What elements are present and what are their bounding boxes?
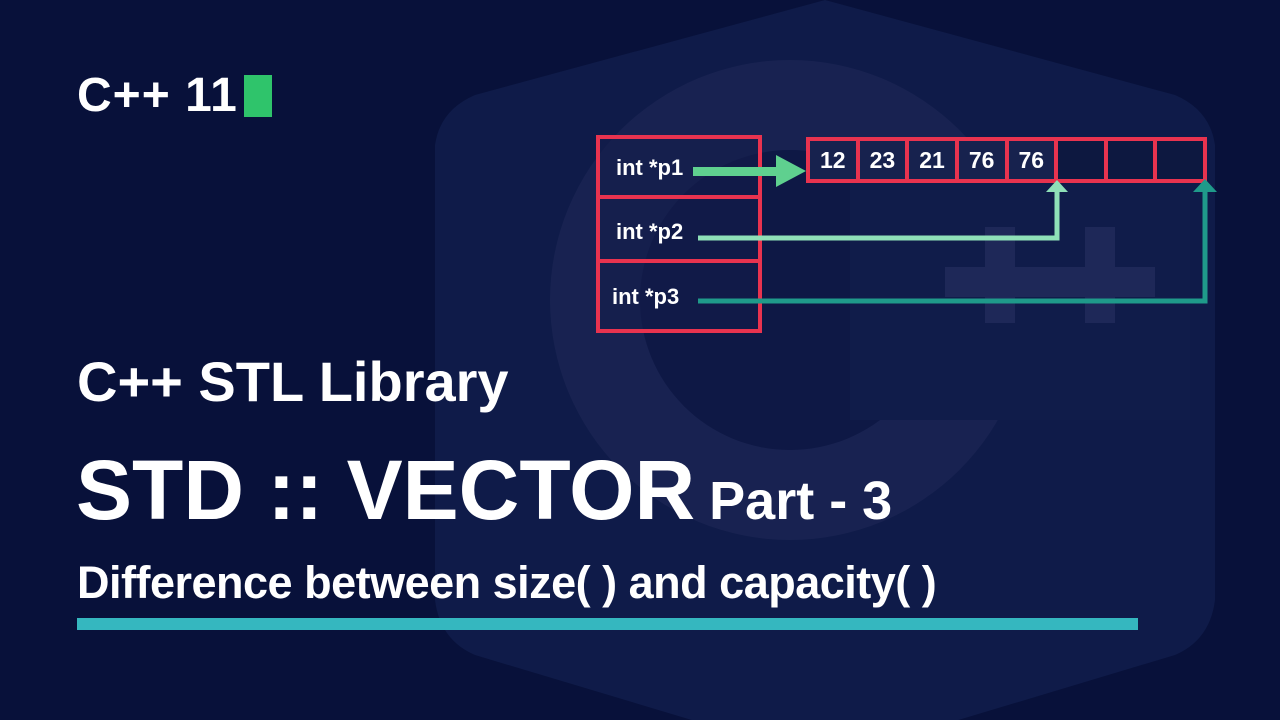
array-cell: 21 [909, 141, 955, 179]
pointer-label-p3: int *p3 [612, 284, 680, 309]
array-cell: 76 [958, 141, 1005, 179]
array-cell-empty [1107, 141, 1154, 179]
part-label: Part - 3 [709, 471, 893, 531]
title-stl-library: C++ STL Library [77, 350, 509, 413]
arrow-p1-icon [693, 155, 806, 187]
subtitle-underline [77, 618, 1138, 630]
pointer-label-p1: int *p1 [616, 155, 684, 180]
brand-label: C++ 11 [77, 69, 238, 122]
array-cell: 12 [810, 141, 856, 179]
array-cell: 23 [859, 141, 906, 179]
vector-array: 12 23 21 76 76 [806, 137, 1207, 183]
array-cell: 76 [1008, 141, 1055, 179]
pointer-box-p2 [596, 195, 762, 263]
cursor-block-icon [243, 75, 272, 117]
pointer-box-p3 [596, 259, 762, 333]
title-vector-text: STD :: VECTOR [76, 443, 696, 537]
arrow-p3-icon [698, 179, 1217, 304]
subtitle: Difference between size( ) and capacity(… [77, 557, 937, 608]
array-cell-empty [1058, 141, 1104, 179]
brand-logo: C++ 11 [77, 70, 272, 122]
pointer-label-p2: int *p2 [616, 219, 684, 244]
arrow-p2-icon [698, 180, 1068, 241]
array-cell-empty [1157, 141, 1203, 179]
